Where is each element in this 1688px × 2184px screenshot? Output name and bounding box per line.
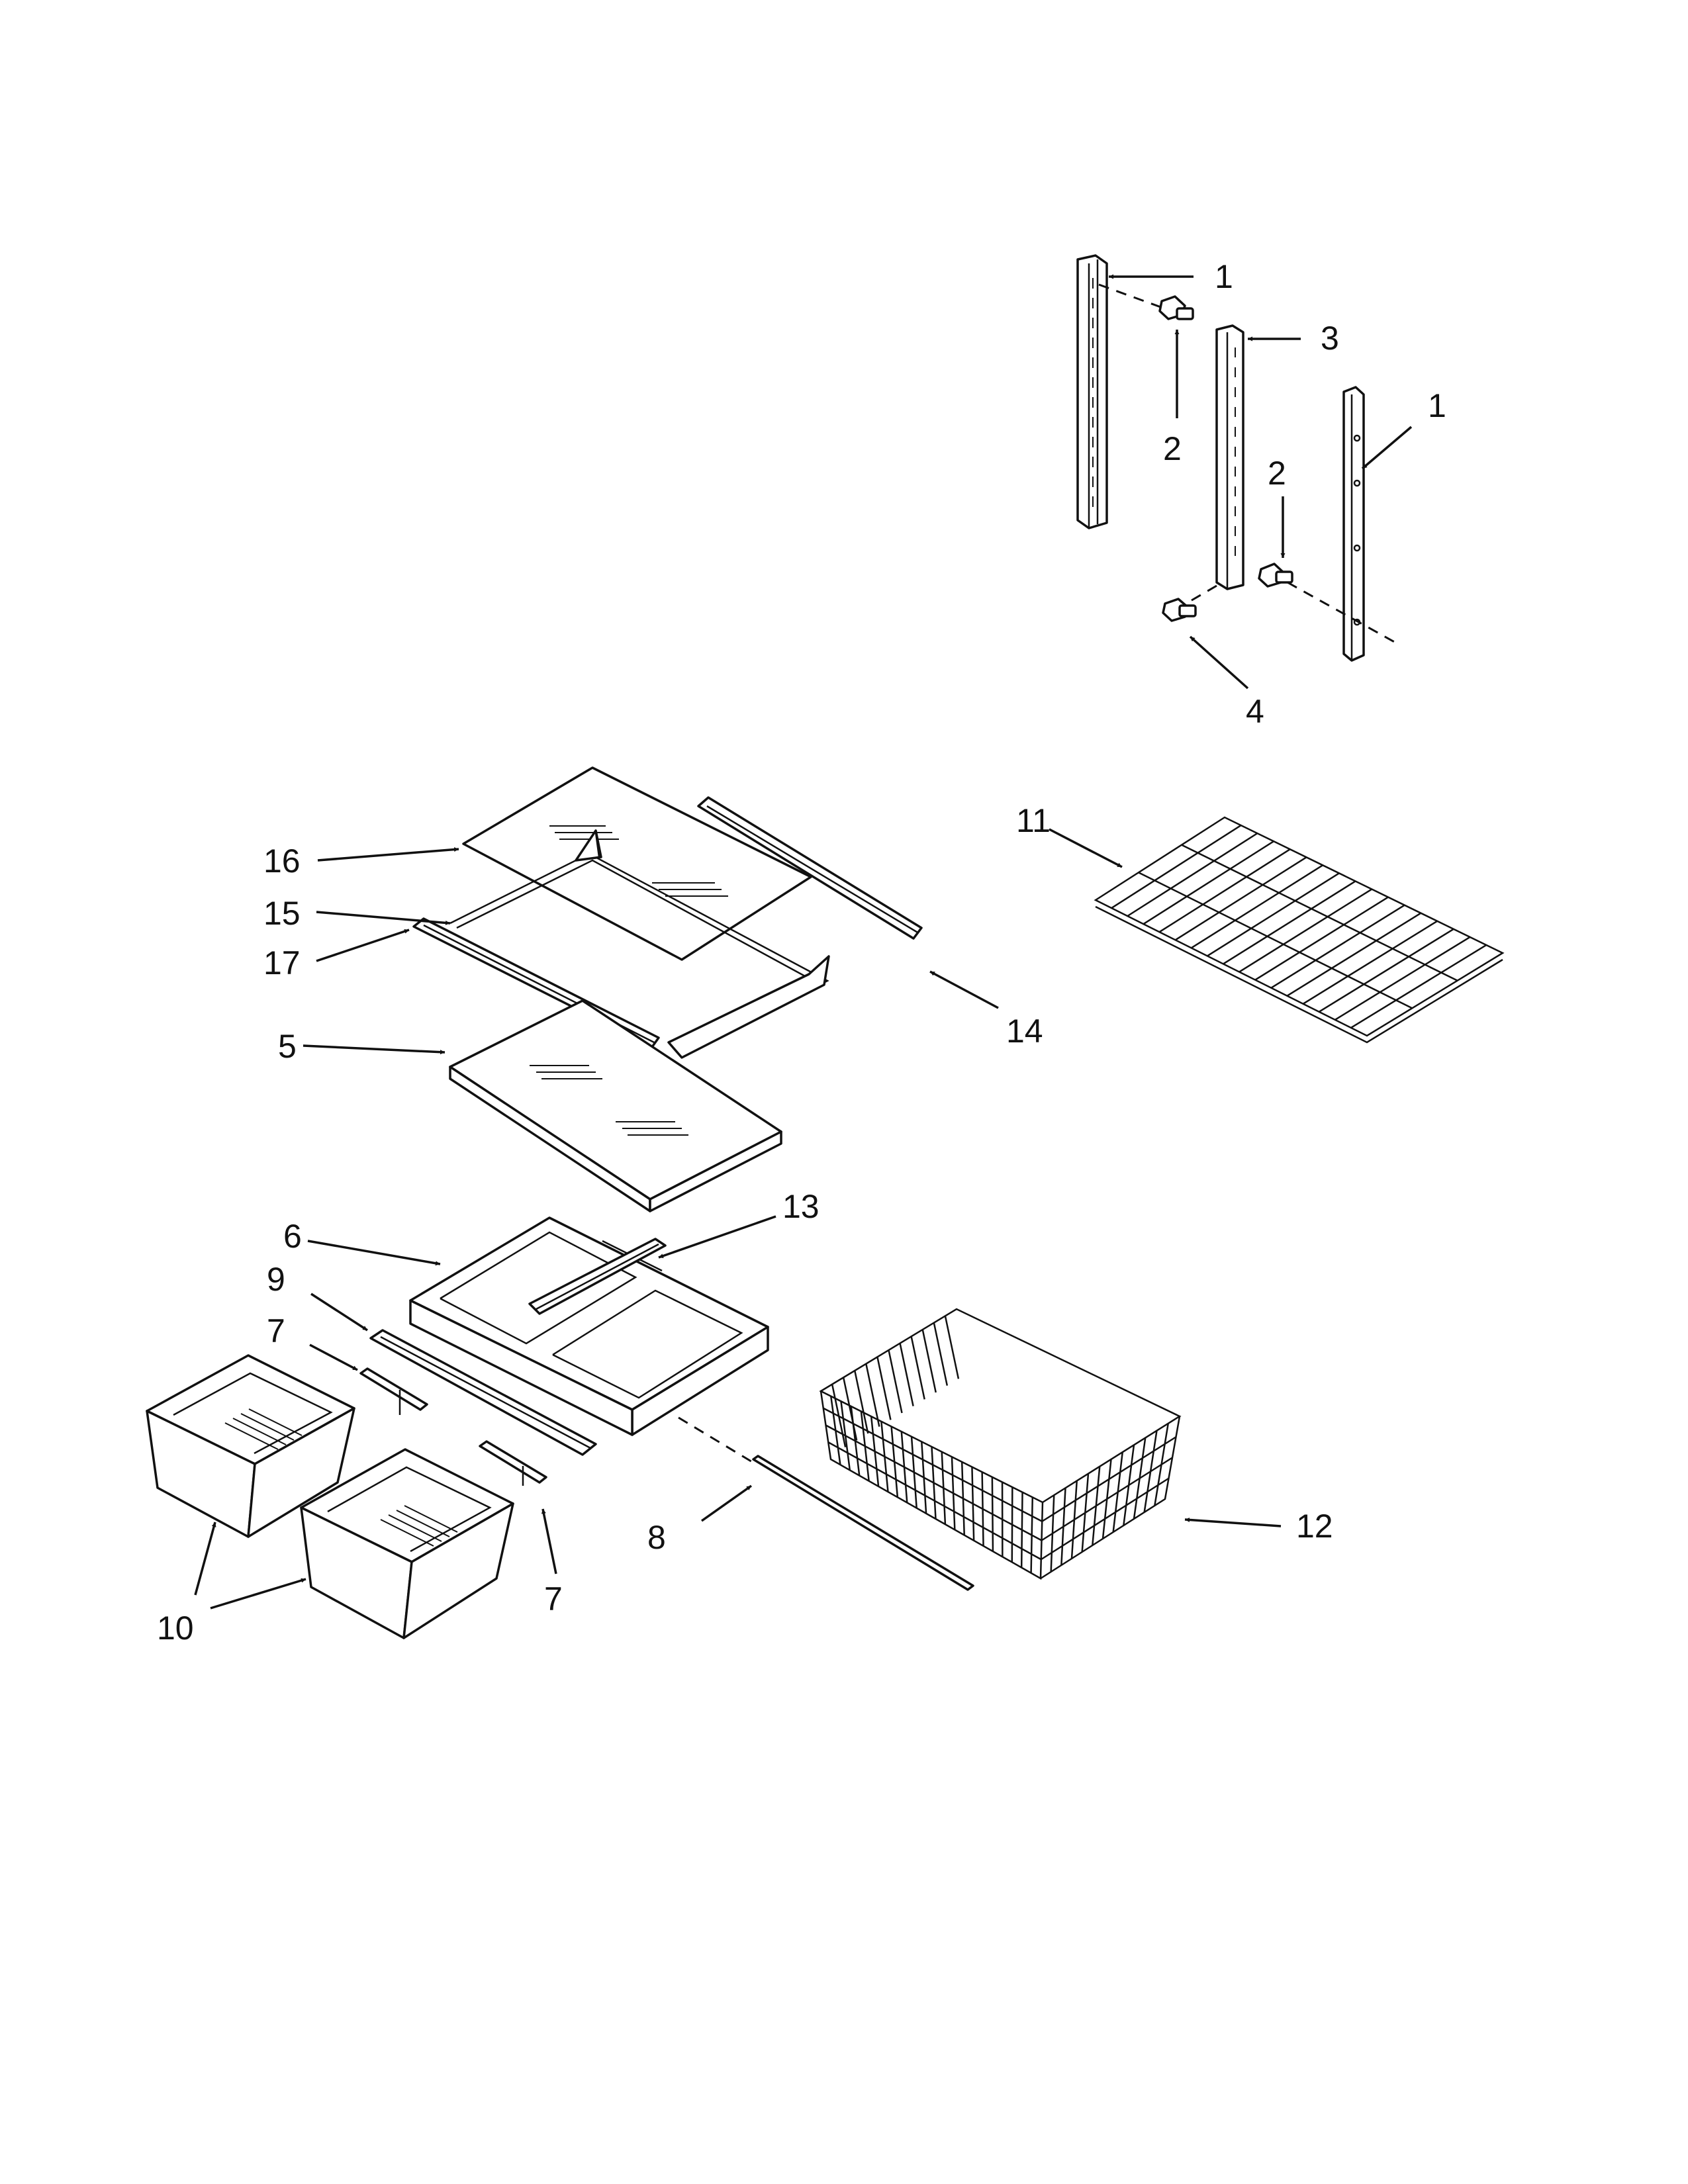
- shelf-wire: [1138, 872, 1413, 1009]
- basket-wire: [825, 1424, 1043, 1541]
- basket-wire: [823, 1407, 1043, 1522]
- shelf-wire: [1191, 864, 1323, 949]
- slide-rail: [528, 1238, 667, 1315]
- basket-wire: [1041, 1457, 1173, 1541]
- callout-16: 16: [263, 842, 301, 880]
- callout-7-upper: 7: [267, 1312, 285, 1349]
- shelf-wire: [1318, 928, 1454, 1013]
- basket-wire: [910, 1336, 925, 1400]
- crisper-rod: [752, 1455, 974, 1591]
- clip-left: [359, 1367, 428, 1415]
- shelf-wire: [1223, 880, 1356, 965]
- basket-wire: [933, 1322, 949, 1386]
- basket-wire: [899, 1343, 914, 1406]
- rear-rail: [697, 796, 923, 940]
- shelf-wire: [1335, 936, 1471, 1021]
- leaders-main: [194, 828, 1282, 1610]
- shelf-wire: [1286, 912, 1422, 997]
- callout-15: 15: [263, 895, 301, 932]
- shelf-wire: [1239, 888, 1373, 973]
- callout-6: 6: [283, 1218, 302, 1255]
- basket-wire: [865, 1363, 880, 1427]
- crisper-frame: [409, 1216, 769, 1436]
- shelf-wire: [1181, 844, 1458, 981]
- crisper-drawer-left: [146, 1354, 355, 1538]
- basket-wire: [921, 1329, 937, 1393]
- callout-9: 9: [267, 1261, 285, 1298]
- callout-1-upper: 1: [1215, 258, 1233, 295]
- callout-11: 11: [1016, 802, 1051, 839]
- shelf-wire: [1254, 896, 1389, 981]
- shelf-wire: [1111, 825, 1242, 909]
- screw-upper: [1158, 295, 1194, 320]
- crisper-drawer-right: [300, 1448, 514, 1639]
- callout-labels: 1 2 3 1 2 4 16 15 17 14 11 5 13 6 9 7 7 …: [157, 258, 1446, 1647]
- shelf-wire: [1158, 848, 1291, 933]
- shelf-standard-left: [1076, 254, 1108, 529]
- clip-right: [479, 1440, 547, 1486]
- basket-wire: [1041, 1477, 1170, 1561]
- shelf-standard-right: [1342, 386, 1365, 662]
- callout-1-right: 1: [1428, 387, 1446, 424]
- shelf-wire: [1302, 920, 1438, 1005]
- callout-4: 4: [1246, 693, 1264, 730]
- callout-7-lower: 7: [544, 1580, 563, 1617]
- shelf-wire: [1350, 944, 1487, 1029]
- callout-2-upper: 2: [1163, 430, 1182, 467]
- leaders-top-right: [1109, 274, 1413, 690]
- callout-13: 13: [782, 1188, 820, 1225]
- basket-wire: [831, 1384, 847, 1447]
- shelf-wire: [1207, 872, 1340, 957]
- shelf-wire: [1143, 841, 1274, 925]
- basket-wire: [944, 1316, 960, 1379]
- shelf-wire: [1174, 856, 1307, 941]
- callout-2-right: 2: [1268, 455, 1286, 492]
- callout-17: 17: [263, 944, 301, 981]
- shelf-frame: [449, 829, 830, 1059]
- wire-basket: [819, 1308, 1182, 1580]
- callout-12: 12: [1296, 1508, 1333, 1545]
- glass-shelf-upper: [462, 766, 812, 961]
- callout-10: 10: [157, 1610, 194, 1647]
- glass-shelf-lower: [449, 999, 782, 1212]
- basket-wire: [1041, 1436, 1177, 1522]
- screw-right: [1258, 563, 1293, 588]
- screw-lower: [1162, 598, 1197, 622]
- basket-wire: [827, 1441, 1042, 1561]
- shelf-standard-center: [1215, 324, 1244, 590]
- callout-8: 8: [647, 1519, 666, 1556]
- callout-5: 5: [278, 1028, 297, 1065]
- shelf-wire: [1127, 833, 1258, 917]
- callout-3: 3: [1321, 320, 1339, 357]
- wire-shelf: [1094, 816, 1505, 1044]
- cover-support: [369, 1329, 597, 1456]
- basket-wire: [876, 1357, 892, 1420]
- basket-wire: [888, 1349, 903, 1414]
- callout-14: 14: [1006, 1013, 1043, 1050]
- basket-wire: [842, 1377, 858, 1441]
- basket-wire: [854, 1370, 869, 1434]
- shelf-wire: [1270, 904, 1405, 989]
